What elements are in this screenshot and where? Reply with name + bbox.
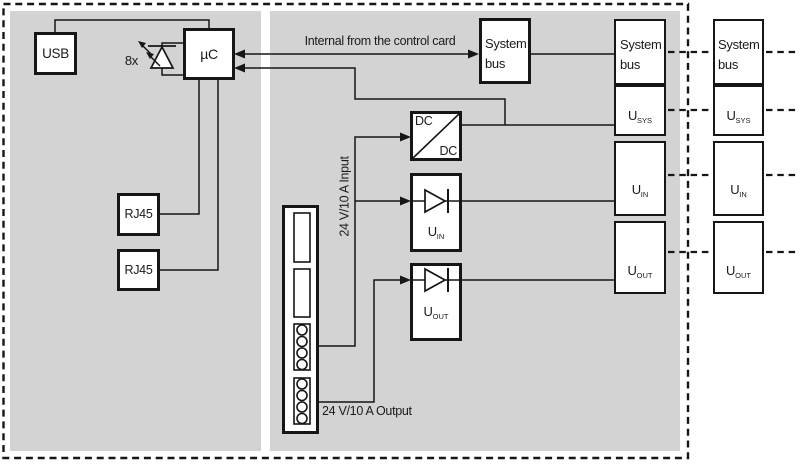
arrowhead-into-systembus <box>468 49 479 59</box>
mcu-label: µC <box>200 45 218 62</box>
usb-mcu-wire <box>54 19 210 33</box>
led-cathode-wire <box>161 68 183 76</box>
bus-internal-uout-box <box>614 221 666 294</box>
rj45-bottom-box <box>117 249 160 291</box>
dcdc-bottom-label: DC <box>439 144 458 158</box>
led-emission-arrowhead <box>146 52 154 59</box>
mcu-supply-wire <box>234 63 506 125</box>
terminal-slot <box>293 212 311 263</box>
bus-internal-usys-label: USYS <box>627 108 653 125</box>
terminal-pin <box>296 324 308 336</box>
diode-triangle <box>424 267 447 293</box>
arrowhead-into-dcdc <box>400 132 411 142</box>
led-emission-arrows <box>138 41 161 67</box>
led-triangle <box>149 45 175 69</box>
rj45-top-box <box>117 193 160 236</box>
output-label: 24 V/10 A Output <box>322 404 412 418</box>
rj45-top-label: RJ45 <box>124 207 153 221</box>
bus-internal-usys-box <box>614 85 666 136</box>
led-icon <box>138 41 183 76</box>
dcdc-top-label: DC <box>415 114 433 128</box>
mcu-supply-line <box>244 67 506 125</box>
mcu-box <box>183 28 235 80</box>
arrowhead-into-mcu <box>234 49 245 59</box>
dashed-enclosure-border <box>2 2 690 460</box>
terminal-pin <box>296 378 308 390</box>
bus-external-uin-box <box>713 141 764 216</box>
led-count-label: 8x <box>124 53 138 68</box>
input-label: 24 V/10 A Input <box>337 156 352 237</box>
bus-external-uout-label: UOUT <box>726 263 751 280</box>
uin-diode-box <box>410 173 462 252</box>
terminal-pin <box>296 412 308 425</box>
bus-external-usys-box <box>713 85 764 136</box>
system-bus-label: System bus <box>485 36 527 71</box>
terminal-pin <box>296 358 308 371</box>
terminal-pin <box>296 389 308 402</box>
uin-diode-label: UIN <box>427 224 445 241</box>
mcu-rj45-bottom-wire <box>160 80 219 271</box>
uout-diode-icon <box>424 267 449 293</box>
power-section-panel <box>270 11 680 451</box>
uin-diode-icon <box>424 188 449 214</box>
input-supply-wire <box>319 132 411 347</box>
terminal-block-details <box>293 212 311 425</box>
bus-internal-uin-label: UIN <box>631 182 649 199</box>
mcu-rj45-top-wire <box>160 80 200 215</box>
bus-external-systembus-label: System bus <box>718 37 760 72</box>
bus-internal-systembus-box <box>614 19 666 85</box>
uout-diode-label: UOUT <box>423 304 449 321</box>
rj45-bottom-label: RJ45 <box>124 262 153 277</box>
system-bus-box <box>479 18 531 84</box>
bus-external-uout-box <box>713 221 764 294</box>
internal-bus-label: Internal from the control card <box>304 34 456 48</box>
dashed-bus-links <box>668 50 799 254</box>
usb-label: USB <box>42 46 69 61</box>
output-supply-line <box>319 279 401 403</box>
led-emission-arrow-line <box>150 56 161 67</box>
output-supply-wire <box>319 275 411 403</box>
bus-external-usys-label: USYS <box>726 108 751 125</box>
input-supply-line <box>319 136 401 347</box>
arrowhead-into-mcu <box>234 63 245 73</box>
terminal-pin <box>296 401 308 413</box>
terminal-slot <box>293 268 311 318</box>
bus-external-uin-label: UIN <box>730 182 747 199</box>
usb-box <box>34 32 77 75</box>
arrowhead-into-uin-diode <box>400 196 411 206</box>
terminal-pin <box>296 335 308 348</box>
terminal-pin <box>296 347 308 359</box>
bus-internal-uin-box <box>614 141 666 216</box>
bus-internal-systembus-label: System bus <box>620 37 662 72</box>
arrowhead-into-uout-diode <box>400 275 411 285</box>
led-emission-arrowhead <box>138 41 146 48</box>
dcdc-diagonal <box>412 113 460 159</box>
bus-external-systembus-box <box>713 19 764 85</box>
bus-internal-uout-label: UOUT <box>627 263 653 280</box>
diode-triangle <box>424 188 447 214</box>
internal-bus-arrow <box>234 49 479 59</box>
